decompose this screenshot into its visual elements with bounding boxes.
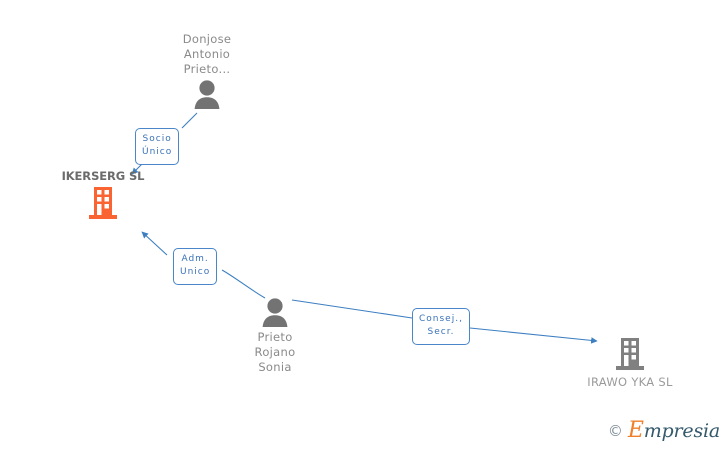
node-person-prieto-rojano[interactable]: Prieto Rojano Sonia (225, 295, 325, 375)
person-avatar-icon (262, 298, 288, 327)
company-name-label: IRAWO YKA SL (587, 375, 673, 389)
relation-chip-consej-secr[interactable]: Consej., Secr. (412, 308, 470, 345)
node-person-donjose[interactable]: Donjose Antonio Prieto... (157, 32, 257, 109)
person-avatar-icon (194, 80, 220, 109)
node-company-irawo-yka[interactable]: IRAWO YKA SL (570, 334, 690, 389)
company-name-label: IKERSERG SL (61, 169, 145, 183)
relation-chip-adm-unico[interactable]: Adm. Unico (173, 248, 218, 285)
building-icon (89, 187, 117, 219)
edge-socio-unico (181, 112, 198, 129)
copyright-icon: © (607, 421, 623, 440)
empresia-watermark: © Empresia (608, 420, 720, 442)
edge-adm-unico-arrow (141, 231, 168, 256)
brand-rest: mpresia (643, 420, 720, 442)
person-name-label: Donjose Antonio Prieto... (182, 32, 232, 76)
brand-logo-text: Empresia (628, 420, 720, 442)
node-company-ikerserg[interactable]: IKERSERG SL (43, 169, 163, 219)
edge-adm-unico (221, 269, 266, 299)
relation-chip-socio-unico[interactable]: Socio Único (135, 128, 180, 165)
brand-initial: E (627, 418, 644, 443)
person-name-label: Prieto Rojano Sonia (254, 330, 296, 374)
building-icon (616, 338, 644, 370)
